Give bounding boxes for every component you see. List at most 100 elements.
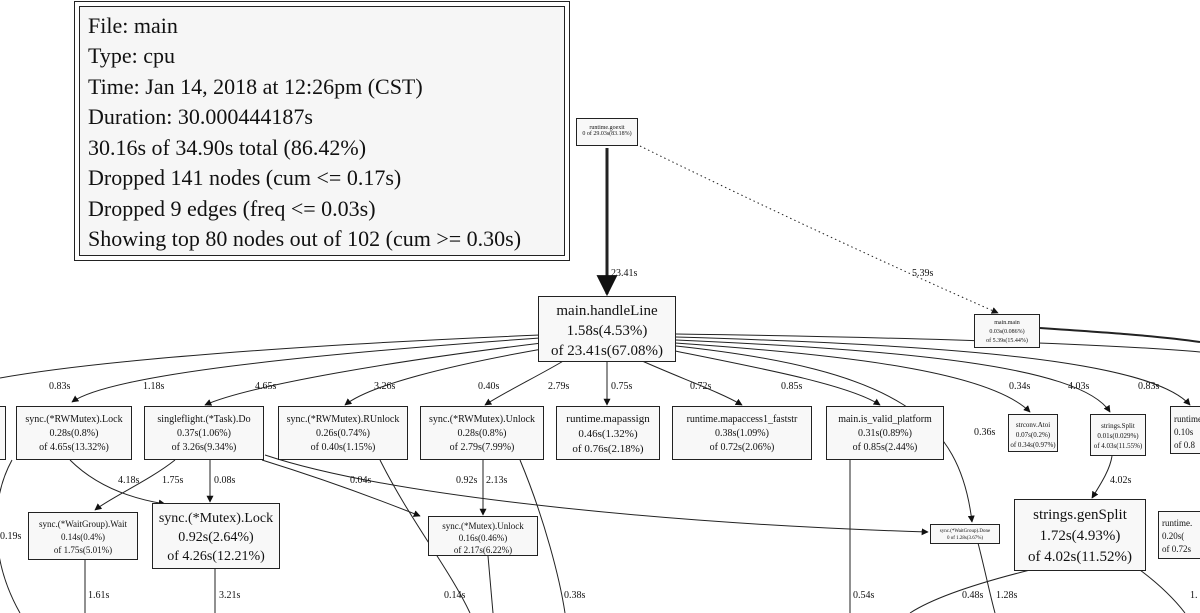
edge-split-gensplit bbox=[1091, 455, 1113, 499]
node-stat: 0.28s(0.8%) bbox=[457, 428, 507, 439]
node-stat: of 0.40s(1.15%) bbox=[310, 442, 376, 453]
edge-label: 0.38s bbox=[564, 590, 586, 601]
edge-label: 4.18s bbox=[118, 475, 140, 486]
edge-label: 0.75s bbox=[611, 381, 633, 392]
edge-handle-offscreen-left bbox=[0, 334, 541, 379]
node-runtime-mapassign[interactable]: runtime.mapassign 0.46s(1.32%) of 0.76s(… bbox=[556, 406, 660, 460]
node-name: runtime. bbox=[1174, 414, 1200, 424]
node-name: sync.(*RWMutex).Unlock bbox=[428, 414, 536, 425]
node-stat: 0.46s(1.32%) bbox=[578, 428, 638, 440]
node-stat: of 2.79s(7.99%) bbox=[449, 442, 515, 453]
edge-handle-rwlock bbox=[71, 337, 541, 403]
node-name: main.handleLine bbox=[556, 303, 658, 319]
edge-label: 0.92s bbox=[456, 475, 478, 486]
edge-label: 0.85s bbox=[781, 381, 803, 392]
edge-label: 1.61s bbox=[88, 590, 110, 601]
edge-handle-sfdo bbox=[204, 342, 543, 406]
profile-info-inner: File: main Type: cpu Time: Jan 14, 2018 … bbox=[79, 6, 565, 256]
node-sync-mutex-unlock[interactable]: sync.(*Mutex).Unlock 0.16s(0.46%) of 2.1… bbox=[428, 516, 538, 556]
node-name: sync.(*Mutex).Unlock bbox=[442, 521, 524, 531]
node-stat: of 5.39s(15.44%) bbox=[986, 338, 1028, 344]
node-name: runtime. bbox=[1162, 518, 1193, 528]
node-name: sync.(*RWMutex).Lock bbox=[25, 414, 123, 425]
node-stat: of 0.72s bbox=[1162, 544, 1191, 554]
node-main-handleline[interactable]: main.handleLine 1.58s(4.53%) of 23.41s(6… bbox=[538, 296, 676, 362]
info-time: Time: Jan 14, 2018 at 12:26pm (CST) bbox=[88, 74, 423, 99]
node-stat: 0.07s(0.2%) bbox=[1015, 431, 1051, 439]
edge-label: 0.40s bbox=[478, 381, 500, 392]
node-name: strconv.Atoi bbox=[1015, 421, 1051, 429]
node-name: main.main bbox=[994, 320, 1020, 326]
edge-label: 4.65s bbox=[255, 381, 277, 392]
info-total: 30.16s of 34.90s total (86.42%) bbox=[88, 135, 367, 160]
node-stat: 0.92s(2.64%) bbox=[178, 530, 254, 545]
info-duration: Duration: 30.000444187s bbox=[88, 104, 313, 129]
node-main-main[interactable]: main.main 0.03s(0.086%) of 5.39s(15.44%) bbox=[974, 314, 1040, 348]
edge-sfdo-wgdone bbox=[264, 454, 929, 536]
node-stat: 0.01s(0.029%) bbox=[1097, 432, 1139, 440]
node-stat: 0.38s(1.09%) bbox=[715, 428, 769, 439]
edge-handle-split bbox=[675, 339, 1111, 413]
node-stat: of 2.17s(6.22%) bbox=[453, 545, 513, 555]
node-stat: of 1.75s(5.01%) bbox=[53, 545, 113, 555]
info-file: File: main bbox=[88, 13, 178, 38]
node-sync-rwmutex-runlock[interactable]: sync.(*RWMutex).RUnlock 0.26s(0.74%) of … bbox=[278, 406, 408, 460]
node-sync-rwmutex-unlock[interactable]: sync.(*RWMutex).Unlock 0.28s(0.8%) of 2.… bbox=[420, 406, 544, 460]
edge-label: 23.41s bbox=[611, 268, 638, 279]
edge-label: 0.83s bbox=[49, 381, 71, 392]
info-dropped-edges: Dropped 9 edges (freq <= 0.03s) bbox=[88, 196, 376, 221]
node-stat: 0 of 1.28s(3.67%) bbox=[946, 536, 984, 541]
node-stat: 0.37s(1.06%) bbox=[177, 428, 231, 439]
edge-gensplit-right-down bbox=[1139, 569, 1186, 613]
node-name: sync.(*WaitGroup).Done bbox=[939, 529, 991, 534]
node-stat: of 0.85s(2.44%) bbox=[852, 442, 918, 453]
node-name: sync.(*RWMutex).RUnlock bbox=[286, 414, 400, 425]
edge-handle-runtimea bbox=[675, 336, 1191, 406]
profile-info-box: File: main Type: cpu Time: Jan 14, 2018 … bbox=[74, 1, 570, 261]
edge-label: 2.79s bbox=[548, 381, 570, 392]
node-runtime-goexit[interactable]: runtime.goexit 0 of 29.03s(83.18%) bbox=[576, 118, 638, 146]
node-stat: of 0.72s(2.06%) bbox=[709, 442, 775, 453]
node-stat: 0.26s(0.74%) bbox=[316, 428, 370, 439]
node-partial-left[interactable] bbox=[0, 406, 6, 460]
node-strings-gensplit[interactable]: strings.genSplit 1.72s(4.93%) of 4.02s(1… bbox=[1014, 499, 1146, 571]
node-strings-split[interactable]: strings.Split 0.01s(0.029%) of 4.03s(11.… bbox=[1090, 414, 1146, 456]
edge-label: 0.72s bbox=[690, 381, 712, 392]
node-runtime-partial-b[interactable]: runtime. 0.20s( of 0.72s bbox=[1158, 511, 1200, 559]
node-name: sync.(*WaitGroup).Wait bbox=[38, 519, 128, 529]
edge-label: 1.18s bbox=[143, 381, 165, 392]
node-name: strings.Split bbox=[1101, 422, 1135, 430]
node-main-is-valid-platform[interactable]: main.is_valid_platform 0.31s(0.89%) of 0… bbox=[826, 406, 944, 460]
node-stat: 0.31s(0.89%) bbox=[858, 428, 912, 439]
node-stat: of 4.26s(12.21%) bbox=[167, 549, 265, 564]
node-stat: 1.72s(4.93%) bbox=[1039, 528, 1121, 544]
edge-mutexunlock-down bbox=[487, 555, 494, 613]
edge-rwlock-mutexlock bbox=[69, 459, 166, 507]
edge-handle-rwunlock bbox=[484, 359, 566, 406]
edge-left-offscreen bbox=[0, 459, 21, 613]
node-stat: 0.28s(0.8%) bbox=[49, 428, 99, 439]
node-stat: 0.20s( bbox=[1162, 531, 1185, 541]
node-strconv-atoi[interactable]: strconv.Atoi 0.07s(0.2%) of 0.34s(0.97%) bbox=[1008, 414, 1058, 452]
edge-label: 3.21s bbox=[219, 590, 241, 601]
node-name: sync.(*Mutex).Lock bbox=[158, 511, 274, 526]
edge-handle-validplat bbox=[669, 349, 881, 406]
edge-label: 1.75s bbox=[162, 475, 184, 486]
node-runtime-partial-a[interactable]: runtime. 0.10s of 0.8 bbox=[1170, 406, 1200, 454]
node-name: runtime.mapassign bbox=[566, 413, 650, 425]
edge-mainmain-right bbox=[1039, 327, 1200, 343]
node-sync-rwmutex-lock[interactable]: sync.(*RWMutex).Lock 0.28s(0.8%) of 4.65… bbox=[16, 406, 132, 460]
node-singleflight-do[interactable]: singleflight.(*Task).Do 0.37s(1.06%) of … bbox=[144, 406, 264, 460]
node-name: runtime.goexit bbox=[589, 125, 625, 131]
node-stat: of 4.03s(11.55%) bbox=[1093, 442, 1143, 450]
node-runtime-mapaccess1-faststr[interactable]: runtime.mapaccess1_faststr 0.38s(1.09%) … bbox=[672, 406, 812, 460]
edge-sfdo-wgwait bbox=[94, 459, 176, 511]
edge-sfdo-mutexunlock bbox=[261, 459, 421, 517]
node-sync-waitgroup-wait[interactable]: sync.(*WaitGroup).Wait 0.14s(0.4%) of 1.… bbox=[28, 512, 138, 560]
node-sync-mutex-lock[interactable]: sync.(*Mutex).Lock 0.92s(2.64%) of 4.26s… bbox=[152, 503, 280, 569]
node-stat: 0.03s(0.086%) bbox=[989, 329, 1025, 335]
node-sync-waitgroup-done[interactable]: sync.(*WaitGroup).Done 0 of 1.28s(3.67%) bbox=[930, 524, 1000, 544]
node-stat: of 23.41s(67.08%) bbox=[550, 343, 664, 359]
edge-rwunlock-down bbox=[519, 459, 566, 613]
